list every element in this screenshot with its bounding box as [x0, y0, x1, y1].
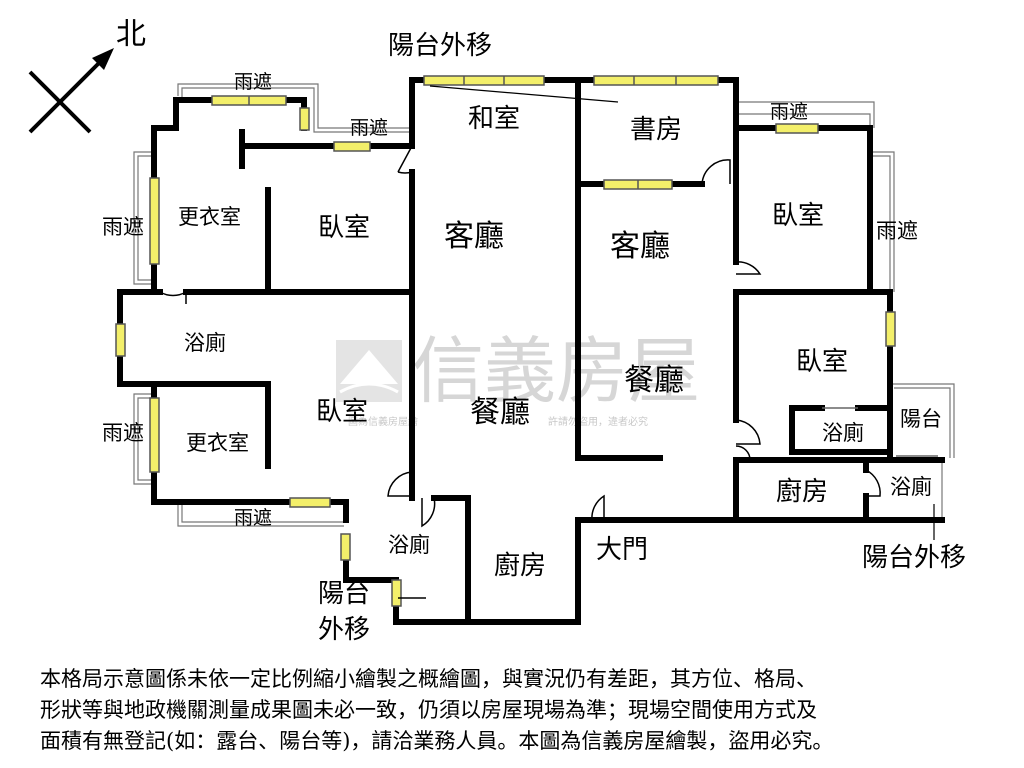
watermark-brand: 信義房屋 [412, 329, 700, 413]
label-living-room-left: 客廳 [444, 219, 504, 254]
label-bath-right-outer: 浴廁 [890, 475, 932, 499]
label-bath-left: 浴廁 [184, 331, 226, 355]
disclaimer: 本格局示意圖係未依一定比例縮小繪製之概繪圖，與實況仍有差距，其方位、格局、 形狀… [40, 664, 990, 757]
label-bath-bottom: 浴廁 [388, 533, 430, 557]
watermark: 信義房屋 圖為信義房屋繪 許請勿盜用，違者必究 [336, 329, 700, 428]
label-kitchen-right: 廚房 [776, 477, 828, 507]
label-study: 書房 [630, 115, 682, 145]
window-right-bedroom [885, 311, 896, 347]
label-bedroom-lower-right: 臥室 [796, 347, 848, 377]
door-main [591, 494, 605, 521]
label-bedroom-upper-right: 臥室 [772, 201, 824, 231]
door-right-middle [735, 419, 761, 445]
label-balcony-moved-right: 陽台外移 [862, 543, 966, 573]
watermark-logo-icon [336, 340, 402, 402]
window-bottom-left [289, 497, 331, 508]
compass: 北 [28, 17, 146, 134]
window-left-bath [115, 323, 126, 357]
watermark-notice-left: 圖為信義房屋繪 [348, 415, 418, 428]
label-balcony-moved-bottom-1: 陽台 [318, 579, 370, 609]
disclaimer-line-2: 形狀等與地政機關測量成果圖未必一致，仍須以房屋現場為準；現場空間使用方式及 [40, 698, 817, 722]
label-balcony-right: 陽台 [900, 407, 942, 431]
label-main-door: 大門 [596, 535, 648, 565]
disclaimer-line-1: 本格局示意圖係未依一定比例縮小繪製之概繪圖，與實況仍有差距，其方位、格局、 [40, 667, 817, 691]
balcony-leader-top [429, 85, 619, 103]
window-top-right [775, 123, 819, 134]
label-canopy-right: 雨遮 [876, 219, 918, 243]
door-right-lower [735, 445, 751, 461]
floor-plan: 信義房屋 圖為信義房屋繪 許請勿盜用，違者必究 北 [28, 17, 966, 645]
window-top-left [211, 95, 287, 106]
window-left-upper [149, 177, 160, 265]
label-bath-right-inner: 浴廁 [822, 421, 864, 445]
label-dressing-room-upper: 更衣室 [178, 205, 241, 229]
label-balcony-moved-top: 陽台外移 [388, 31, 492, 61]
label-bedroom-upper-left: 臥室 [318, 213, 370, 243]
windows [115, 75, 896, 607]
north-label: 北 [116, 17, 146, 52]
door-bath-bottom [421, 497, 436, 528]
window-study-living [603, 179, 673, 190]
label-dining-left: 餐廳 [470, 395, 530, 430]
label-canopy-top-mid: 雨遮 [350, 117, 388, 139]
label-living-room-right: 客廳 [610, 229, 670, 264]
label-dressing-room-lower: 更衣室 [186, 431, 249, 455]
window-bottom-corner [391, 579, 402, 607]
door-left-lower [387, 471, 413, 497]
label-bedroom-lower-left: 臥室 [316, 397, 368, 427]
door-washitsu [397, 145, 413, 174]
window-top-washitsu [423, 75, 545, 86]
window-washitsu-bedroom [333, 141, 371, 152]
label-canopy-top-right: 雨遮 [770, 101, 808, 123]
door-study [701, 159, 731, 185]
label-dining-right: 餐廳 [624, 363, 684, 398]
label-washitsu: 和室 [468, 104, 520, 134]
label-canopy-left-lower: 雨遮 [102, 421, 144, 445]
disclaimer-line-3: 面積有無登記(如：露台、陽台等)，請洽業務人員。本圖為信義房屋繪製，盜用必究。 [40, 729, 834, 753]
window-bottom-bath [340, 533, 351, 561]
window-left-lower [149, 397, 160, 473]
window-top-left-side [299, 107, 310, 131]
doors [159, 145, 938, 528]
label-canopy-top-left: 雨遮 [234, 71, 272, 93]
canopy-outlines [133, 83, 955, 527]
label-canopy-left-upper: 雨遮 [102, 215, 144, 239]
door-bedroom-right [735, 261, 762, 275]
label-canopy-bottom: 雨遮 [234, 507, 272, 529]
north-arrow-icon [92, 48, 114, 70]
window-top-study [593, 75, 719, 86]
label-kitchen-bottom: 廚房 [494, 551, 546, 581]
door-bath-right-outer [865, 469, 881, 497]
label-balcony-moved-bottom-2: 外移 [318, 615, 370, 645]
watermark-notice-right: 許請勿盜用，違者必究 [548, 415, 648, 428]
door-bath-left [159, 290, 187, 304]
